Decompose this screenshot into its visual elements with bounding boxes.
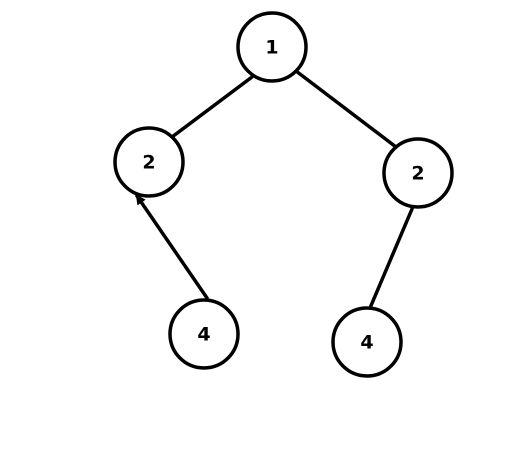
edge-right-grandchild-to-right-child (368, 207, 414, 310)
node-right-child-circle (382, 137, 454, 209)
node-root-circle (236, 11, 308, 83)
node-left-grandchild-label: 4 (197, 324, 210, 346)
node-left-grandchild-circle (168, 298, 240, 370)
edge-left-grandchild-to-left-child (135, 194, 209, 300)
node-right-grandchild-circle (331, 306, 403, 378)
edge-root-to-left-child (170, 75, 254, 139)
edge-root-to-right-child (294, 69, 398, 149)
node-left-child-circle (113, 126, 185, 198)
node-right-child: 2 (382, 137, 454, 209)
node-left-child: 2 (113, 126, 185, 198)
node-left-child-label: 2 (142, 152, 155, 174)
node-right-child-label: 2 (411, 163, 424, 185)
node-left-grandchild: 4 (168, 298, 240, 370)
node-root: 1 (236, 11, 308, 83)
node-root-label: 1 (265, 37, 278, 59)
node-right-grandchild: 4 (331, 306, 403, 378)
node-right-grandchild-label: 4 (360, 332, 373, 354)
